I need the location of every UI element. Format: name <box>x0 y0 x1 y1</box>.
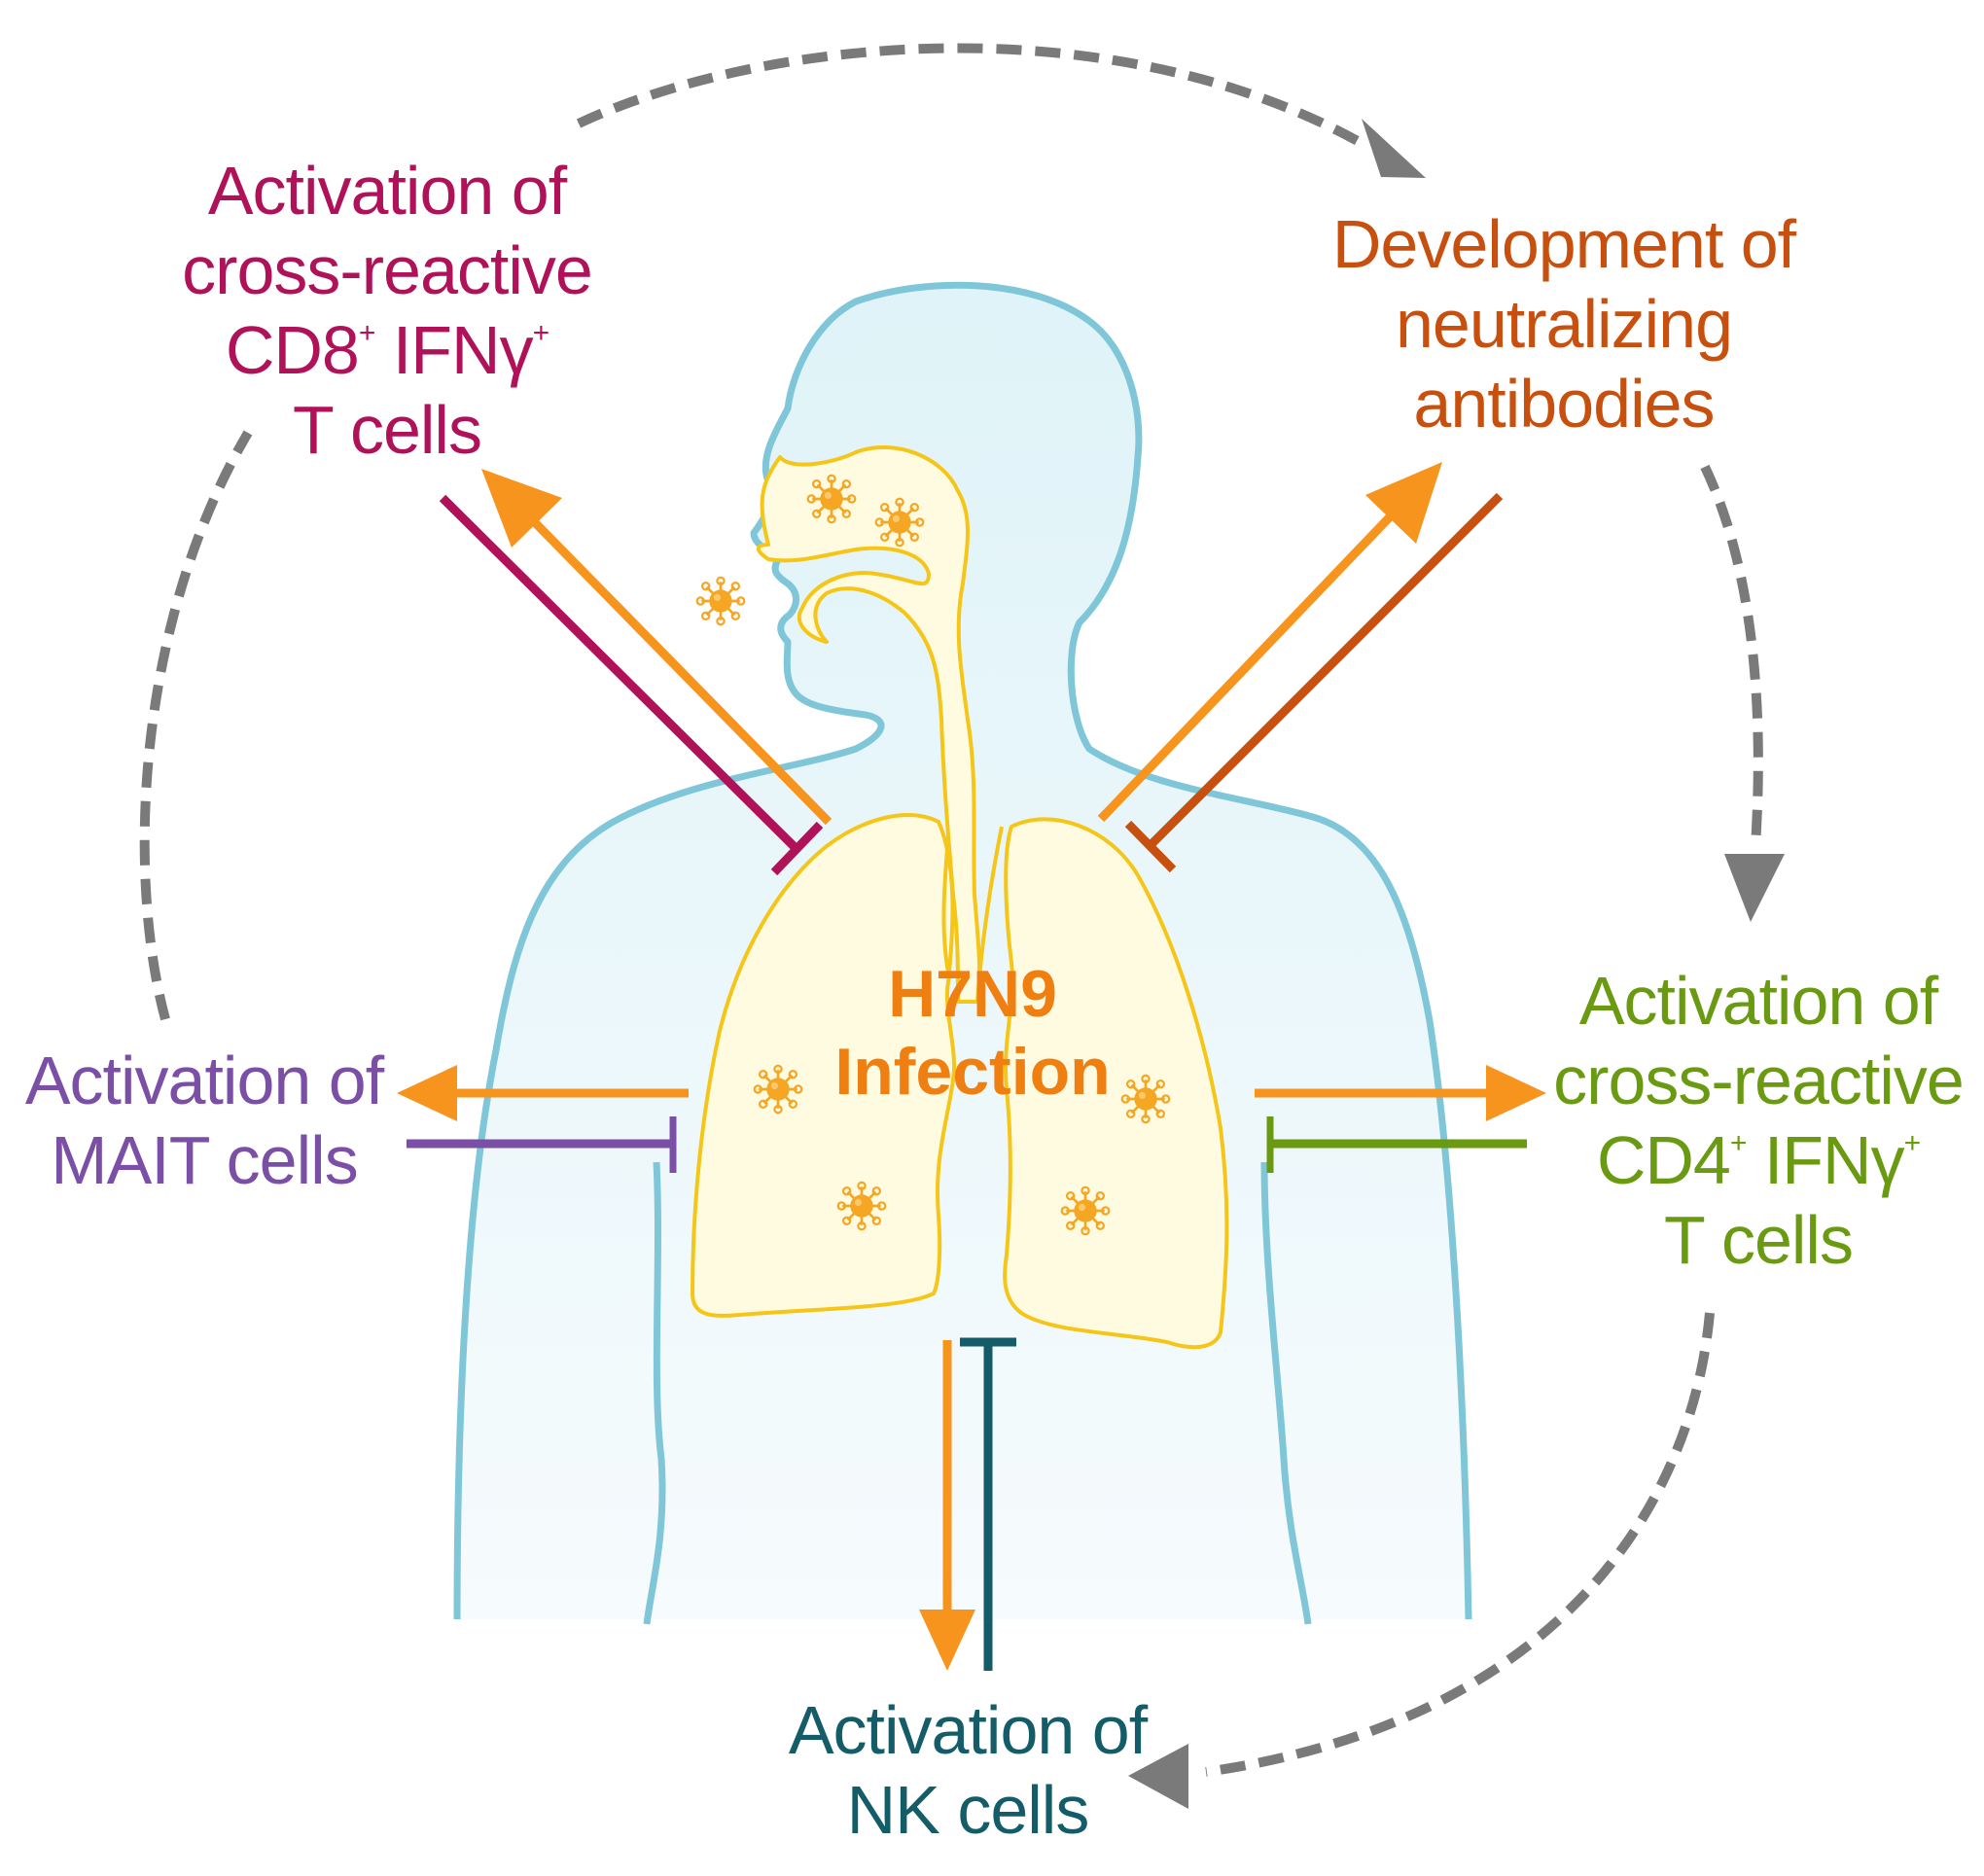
mait-line1: Activation of <box>24 1043 384 1118</box>
body-outline <box>453 281 1472 1620</box>
nk-cells-label: Activation of NK cells <box>788 1690 1148 1850</box>
cd8-t-cells-label: Activation of cross-reactive CD8+ IFNγ+ … <box>182 151 593 470</box>
mait-line2: MAIT cells <box>51 1122 358 1198</box>
ifng-marker-sup: + <box>1903 1127 1922 1159</box>
ifng-marker: IFNγ <box>1746 1122 1905 1198</box>
cd4-t-cells-label: Activation of cross-reactive CD4+ IFNγ+ … <box>1553 961 1965 1280</box>
cd4-marker: CD4 <box>1596 1122 1731 1198</box>
nasal-cavity <box>756 445 982 1004</box>
cd8-line3: CD8+ IFNγ+ <box>182 310 592 390</box>
nk-line2: NK cells <box>846 1772 1090 1848</box>
arrow-icon <box>481 469 833 826</box>
virus-icon <box>695 576 746 626</box>
center-label-line1: H7N9 <box>888 957 1057 1031</box>
cd8-line4: T cells <box>293 392 482 468</box>
left-lung <box>690 813 956 1318</box>
ifng-marker-sup: + <box>532 317 550 349</box>
right-arm-line <box>1260 1161 1312 1625</box>
left-arm-line <box>643 1161 666 1625</box>
cd8-marker-sup: + <box>358 317 376 349</box>
mait-cells-label: Activation of MAIT cells <box>24 1041 384 1200</box>
center-label-line2: Infection <box>834 1035 1111 1109</box>
antibodies-line2: neutralizing <box>1396 286 1733 362</box>
dashed-arrow-icon <box>139 430 253 1021</box>
dashed-arrow-icon <box>1128 1312 1715 1809</box>
antibodies-line3: antibodies <box>1413 366 1715 442</box>
cd4-line3: CD4+ IFNγ+ <box>1553 1120 1964 1200</box>
inhibition-bar-icon <box>439 494 824 876</box>
trachea <box>941 826 1004 1003</box>
arrow-icon <box>397 1065 689 1121</box>
antibodies-label: Development of neutralizing antibodies <box>1331 204 1796 443</box>
inhibition-bar-icon <box>407 1116 677 1173</box>
cd8-line1: Activation of <box>207 153 567 229</box>
inhibition-bar-icon <box>1124 492 1504 873</box>
nk-line1: Activation of <box>788 1692 1148 1768</box>
cd4-marker-sup: + <box>1729 1127 1748 1159</box>
center-label: H7N9 Infection <box>834 955 1110 1111</box>
arrow-icon <box>919 1340 975 1671</box>
inhibition-bar-icon <box>960 1337 1016 1671</box>
arrow-icon <box>1097 462 1442 823</box>
dashed-arrow-icon <box>1700 464 1785 922</box>
cd8-line2: cross-reactive <box>182 232 593 308</box>
cd4-line1: Activation of <box>1578 963 1938 1039</box>
dashed-arrow-icon <box>576 43 1426 178</box>
ifng-marker: IFNγ <box>374 312 534 388</box>
antibodies-line1: Development of <box>1331 206 1796 282</box>
right-lung <box>1003 817 1229 1350</box>
inhibition-bar-icon <box>1266 1116 1527 1173</box>
cd4-line4: T cells <box>1664 1202 1854 1278</box>
arrow-icon <box>1255 1065 1546 1121</box>
cd8-marker: CD8 <box>225 312 360 388</box>
cd4-line2: cross-reactive <box>1553 1043 1965 1118</box>
